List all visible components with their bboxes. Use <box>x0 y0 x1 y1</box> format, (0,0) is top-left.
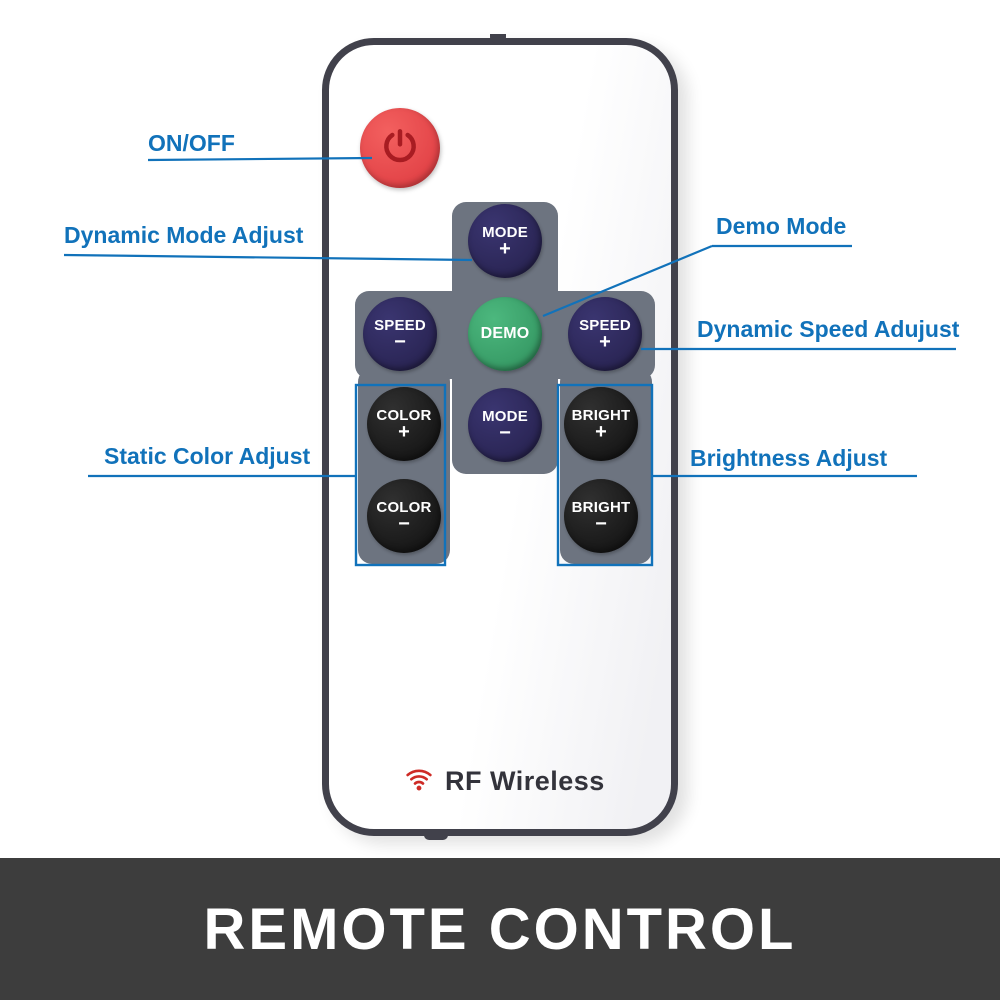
bright-minus-sign: − <box>595 512 607 535</box>
callout-on-off: ON/OFF <box>148 130 235 156</box>
remote-bottom-notch <box>424 830 448 840</box>
speed-plus-label: SPEED <box>579 316 631 334</box>
speed-minus-button: SPEED − <box>363 297 437 371</box>
callout-dynamic-speed: Dynamic Speed Adujust <box>697 316 960 342</box>
color-plus-button: COLOR + <box>367 387 441 461</box>
color-minus-button: COLOR − <box>367 479 441 553</box>
bright-plus-button: BRIGHT + <box>564 387 638 461</box>
mode-plus-label: MODE <box>482 223 528 241</box>
mode-minus-label: MODE <box>482 407 528 425</box>
bright-minus-button: BRIGHT − <box>564 479 638 553</box>
wifi-signal-icon <box>402 766 436 797</box>
power-button <box>360 108 440 188</box>
demo-button: DEMO <box>468 297 542 371</box>
brand-text: RF Wireless <box>445 766 605 796</box>
speed-minus-sign: − <box>394 330 406 353</box>
mode-plus-button: MODE + <box>468 204 542 278</box>
callout-static-color: Static Color Adjust <box>104 443 311 469</box>
banner-title: REMOTE CONTROL <box>203 896 797 962</box>
color-minus-sign: − <box>398 512 410 535</box>
callout-dynamic-mode: Dynamic Mode Adjust <box>64 222 304 248</box>
remote-top-notch <box>490 34 506 43</box>
speed-minus-label: SPEED <box>374 316 426 334</box>
power-icon <box>380 126 420 171</box>
mode-plus-sign: + <box>499 237 511 260</box>
color-plus-sign: + <box>398 420 410 443</box>
callout-brightness: Brightness Adjust <box>690 445 888 471</box>
mode-minus-sign: − <box>499 421 511 444</box>
bright-plus-sign: + <box>595 420 607 443</box>
speed-plus-sign: + <box>599 330 611 353</box>
bottom-banner: REMOTE CONTROL <box>0 858 1000 1000</box>
callout-demo-mode: Demo Mode <box>716 213 847 239</box>
brand-row: RF Wireless <box>402 766 605 797</box>
speed-plus-button: SPEED + <box>568 297 642 371</box>
mode-minus-button: MODE − <box>468 388 542 462</box>
demo-label: DEMO <box>480 325 530 342</box>
